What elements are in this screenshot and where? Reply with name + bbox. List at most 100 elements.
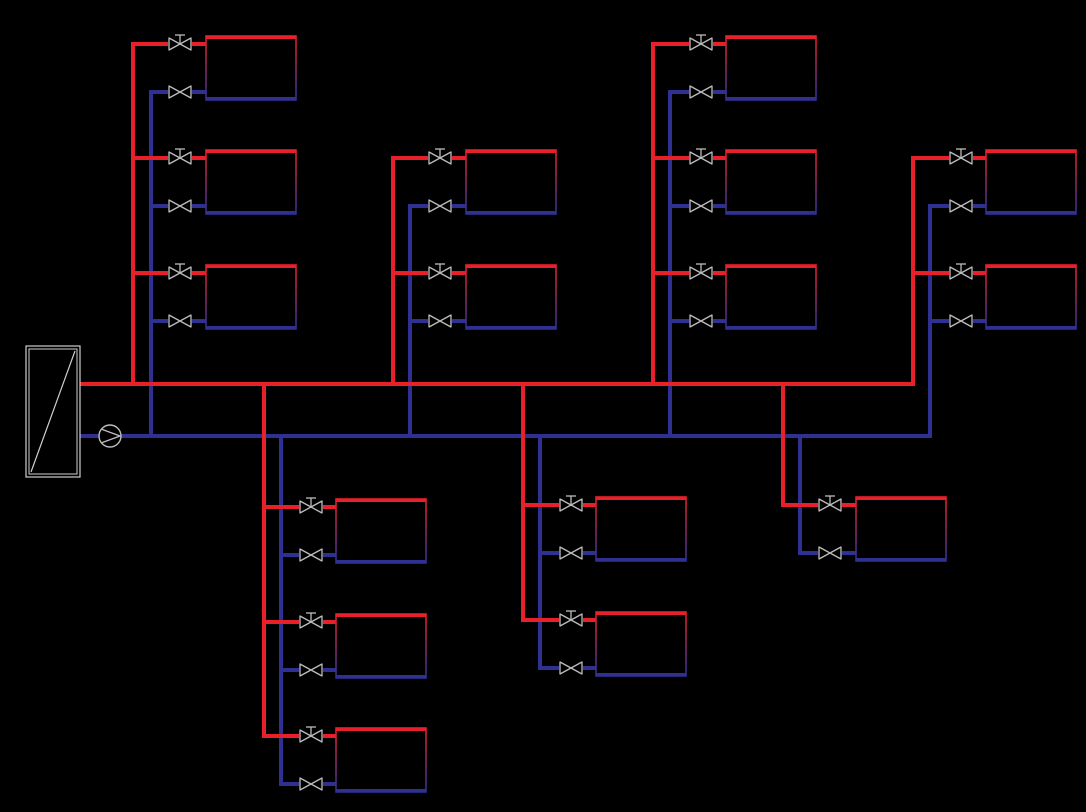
radiator-body	[986, 150, 1076, 214]
lockshield-valve-icon	[299, 548, 323, 562]
lockshield-valve-icon	[299, 663, 323, 677]
lockshield-valve-icon	[949, 199, 973, 213]
radiator-up1-1	[205, 35, 297, 101]
radiator-down1-3	[335, 727, 427, 793]
radiator-body	[596, 612, 686, 676]
lockshield-valve-icon	[168, 199, 192, 213]
radiator-body	[206, 265, 296, 329]
thermostatic-valve-icon	[689, 263, 713, 280]
radiator-frame	[465, 149, 557, 215]
thermostatic-valve-icon	[689, 148, 713, 165]
thermostatic-valve-icon	[168, 148, 192, 165]
radiator-frame	[595, 611, 687, 677]
lockshield-valve-icon	[299, 777, 323, 791]
radiator-frame	[335, 613, 427, 679]
lockshield-valve-icon	[949, 314, 973, 328]
valve-body	[428, 199, 452, 213]
radiator-frame	[725, 35, 817, 101]
radiator-up3-1	[725, 35, 817, 101]
radiator-down3-1	[855, 496, 947, 562]
thermostatic-valve-icon	[428, 148, 452, 165]
radiator-down2-2	[595, 611, 687, 677]
thermostatic-valve-icon	[559, 495, 583, 512]
valve-body	[168, 199, 192, 213]
circulation-pump-icon	[98, 424, 123, 448]
valve-body	[299, 663, 323, 677]
radiator-frame	[985, 149, 1077, 215]
thermostatic-valve-icon	[168, 34, 192, 51]
radiator-up4-2	[985, 264, 1077, 330]
pump-arrow	[100, 428, 123, 444]
thermostatic-valve-icon	[299, 726, 323, 743]
radiator-body	[336, 728, 426, 792]
valve-body	[559, 546, 583, 560]
radiator-up2-2	[465, 264, 557, 330]
radiator-frame	[465, 264, 557, 330]
radiator-body	[466, 150, 556, 214]
valve-body	[689, 85, 713, 99]
valve-body	[299, 777, 323, 791]
radiator-up3-3	[725, 264, 817, 330]
thermostatic-valve-icon	[949, 263, 973, 280]
radiator-frame	[205, 35, 297, 101]
boiler-icon	[25, 345, 81, 478]
radiator-frame	[205, 264, 297, 330]
valve-body	[949, 199, 973, 213]
lockshield-valve-icon	[689, 314, 713, 328]
boiler-diagonal	[30, 350, 76, 473]
radiator-frame	[205, 149, 297, 215]
equipment	[25, 345, 123, 478]
radiator-frame	[335, 498, 427, 564]
lockshield-valve-icon	[168, 85, 192, 99]
radiator-body	[466, 265, 556, 329]
radiator-up3-2	[725, 149, 817, 215]
valve-body	[428, 314, 452, 328]
radiator-up4-1	[985, 149, 1077, 215]
lockshield-valve-icon	[428, 199, 452, 213]
radiator-body	[726, 150, 816, 214]
radiator-body	[336, 499, 426, 563]
radiators	[205, 35, 1077, 793]
valve-body	[168, 85, 192, 99]
thermostatic-valve-icon	[299, 497, 323, 514]
lockshield-valve-icon	[559, 546, 583, 560]
thermostatic-valve-icon	[818, 495, 842, 512]
radiator-frame	[595, 496, 687, 562]
thermostatic-valve-icon	[689, 34, 713, 51]
valve-body	[949, 314, 973, 328]
radiator-down2-1	[595, 496, 687, 562]
radiator-body	[856, 497, 946, 561]
radiator-frame	[335, 727, 427, 793]
thermostatic-valve-icon	[428, 263, 452, 280]
radiator-up1-3	[205, 264, 297, 330]
radiator-body	[336, 614, 426, 678]
valve-body	[168, 314, 192, 328]
radiator-frame	[725, 149, 817, 215]
lockshield-valve-icon	[168, 314, 192, 328]
radiator-body	[206, 36, 296, 100]
radiator-down1-1	[335, 498, 427, 564]
lockshield-valve-icon	[689, 199, 713, 213]
radiator-body	[596, 497, 686, 561]
valve-body	[689, 199, 713, 213]
supply-pipes	[80, 42, 988, 738]
thermostatic-valve-icon	[299, 612, 323, 629]
lockshield-valve-icon	[559, 661, 583, 675]
radiator-up2-1	[465, 149, 557, 215]
valve-body	[689, 314, 713, 328]
lockshield-valve-icon	[428, 314, 452, 328]
radiator-body	[726, 265, 816, 329]
lockshield-valve-icon	[689, 85, 713, 99]
radiator-frame	[855, 496, 947, 562]
radiator-frame	[725, 264, 817, 330]
radiator-down1-2	[335, 613, 427, 679]
boiler-inner	[28, 348, 78, 475]
lockshield-valve-icon	[818, 546, 842, 560]
radiator-frame	[985, 264, 1077, 330]
valves	[168, 34, 973, 791]
valve-body	[299, 548, 323, 562]
valve-body	[559, 661, 583, 675]
pump-circle	[98, 424, 122, 448]
thermostatic-valve-icon	[168, 263, 192, 280]
